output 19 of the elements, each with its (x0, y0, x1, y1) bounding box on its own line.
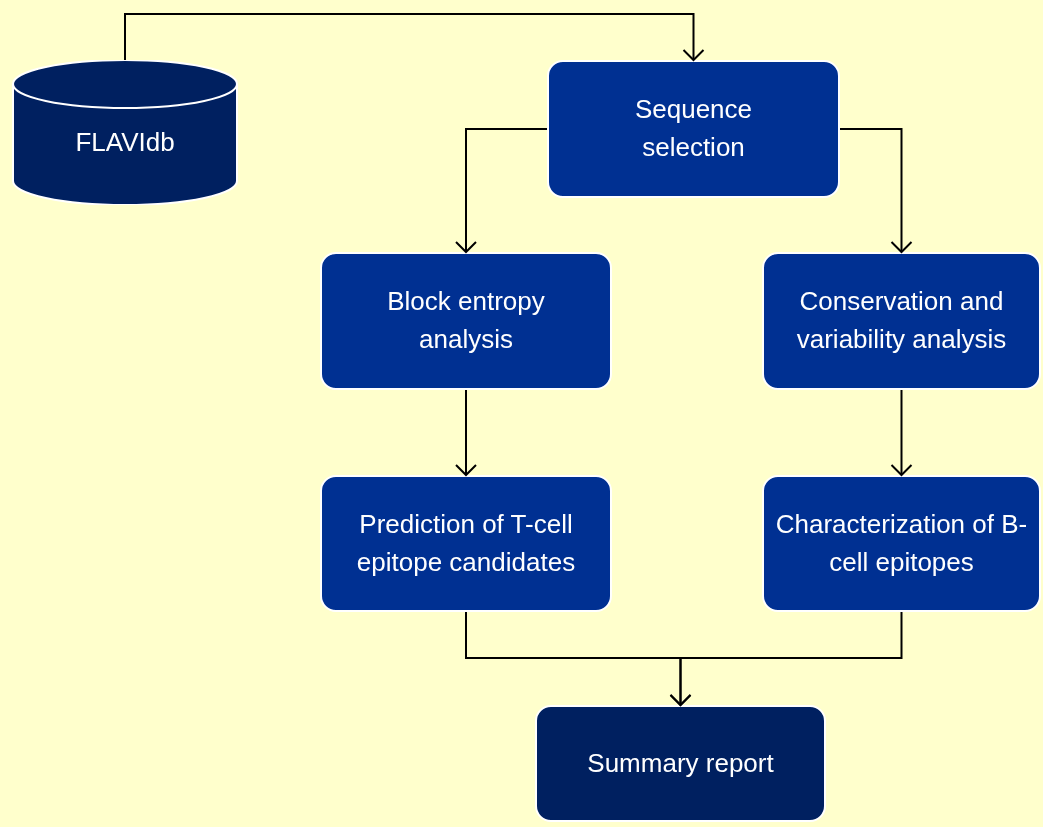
arrow (669, 611, 903, 706)
node-label: Sequence selection (633, 93, 754, 164)
arrow (839, 128, 913, 253)
arrow (124, 13, 705, 61)
process-box (762, 475, 1041, 612)
node-label: Characterization of B-cell epitopes (774, 507, 1029, 579)
node-label: Conservation and variability analysis (795, 285, 1008, 356)
output-box (535, 705, 826, 822)
node-label: Prediction of T-cell epitope candidates (355, 507, 577, 579)
node-label: FLAVIdb (74, 125, 176, 159)
node-label: Summary report (586, 746, 775, 780)
process-box (320, 252, 612, 390)
arrow (455, 389, 477, 476)
process-box (762, 252, 1041, 390)
process-box (547, 60, 840, 198)
node-label: Block entropy analysis (386, 285, 546, 356)
process-box (320, 475, 612, 612)
arrow (455, 128, 548, 253)
arrow (890, 389, 913, 476)
